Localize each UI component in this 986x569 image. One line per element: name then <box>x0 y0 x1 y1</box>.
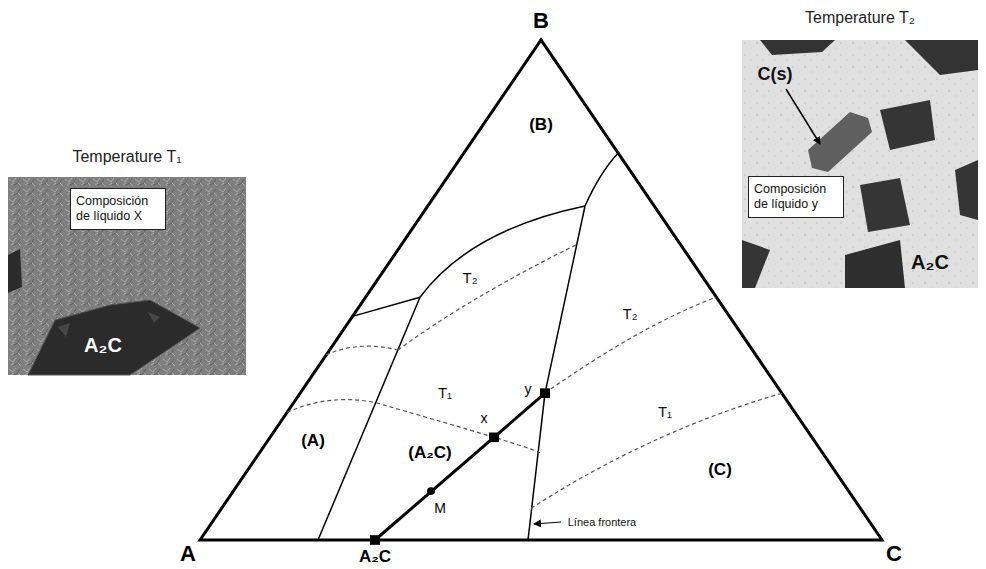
vertex-label: A <box>180 541 196 566</box>
isotherm <box>376 403 540 453</box>
isotherm-label: T₂ <box>623 305 638 322</box>
field-boundary <box>318 297 420 540</box>
crystal <box>860 178 910 232</box>
crystal <box>760 40 835 55</box>
boundary-line <box>528 206 585 540</box>
compound-label: A₂C <box>359 547 391 567</box>
liquid-box: Composición de líquido y <box>748 176 844 218</box>
composition-marker <box>370 535 380 545</box>
composition-dot <box>427 487 435 495</box>
field-boundary <box>353 297 421 316</box>
micrograph: Temperature T₁A₂CComposición de líquido … <box>8 177 246 375</box>
mottle-texture <box>742 40 978 288</box>
leader-arrow <box>534 522 561 524</box>
box-text: Composición de líquido X <box>76 194 160 224</box>
micrograph-title: Temperature T₁ <box>72 148 181 166</box>
boundary-label: Línea frontera <box>568 516 637 529</box>
crystal <box>905 40 978 75</box>
crystal <box>845 240 905 288</box>
crystal-inclusion <box>58 323 70 337</box>
box-text: Composición de líquido y <box>754 182 838 212</box>
leader-arrow <box>786 89 820 144</box>
field-boundary <box>585 153 618 206</box>
c-crystal <box>808 112 872 172</box>
vertex-label: C <box>886 541 902 566</box>
crystallization-path <box>375 393 545 540</box>
isotherm <box>287 400 376 413</box>
field-label: (A₂C) <box>408 443 451 463</box>
field-boundary <box>420 206 585 297</box>
point-label: y <box>525 381 532 397</box>
dendrite-texture <box>8 177 246 375</box>
composition-marker <box>489 433 499 443</box>
crystal-inclusion <box>148 312 160 323</box>
crystal <box>8 249 22 293</box>
isotherm <box>326 346 398 355</box>
phase-label: A₂C <box>911 251 949 274</box>
crystal <box>742 240 770 288</box>
crystal <box>955 160 978 220</box>
isotherm <box>531 393 782 508</box>
vertex-label: B <box>533 8 549 33</box>
liquid-box: Composición de líquido X <box>70 188 166 230</box>
phase-label: C(s) <box>758 64 793 85</box>
point-label: x <box>481 410 488 426</box>
isotherm-label: T₁ <box>658 403 672 420</box>
phase-label: A₂C <box>84 334 122 357</box>
micrograph-ground <box>742 40 978 288</box>
field-label: (A) <box>301 431 325 451</box>
isotherm <box>398 244 577 350</box>
composition-marker <box>540 388 550 398</box>
crystal <box>880 100 935 150</box>
isotherm <box>545 297 716 393</box>
isotherm-label: T₂ <box>463 269 478 286</box>
point-label: M <box>434 500 446 516</box>
field-label: (C) <box>708 460 732 480</box>
field-label: (B) <box>529 115 553 135</box>
crystal <box>28 300 200 375</box>
micrograph-title: Temperature T₂ <box>805 9 915 27</box>
isotherm-label: T₁ <box>438 384 452 401</box>
micrograph: Temperature T₂C(s)A₂CComposición de líqu… <box>742 40 978 288</box>
micrograph-ground <box>8 177 246 375</box>
